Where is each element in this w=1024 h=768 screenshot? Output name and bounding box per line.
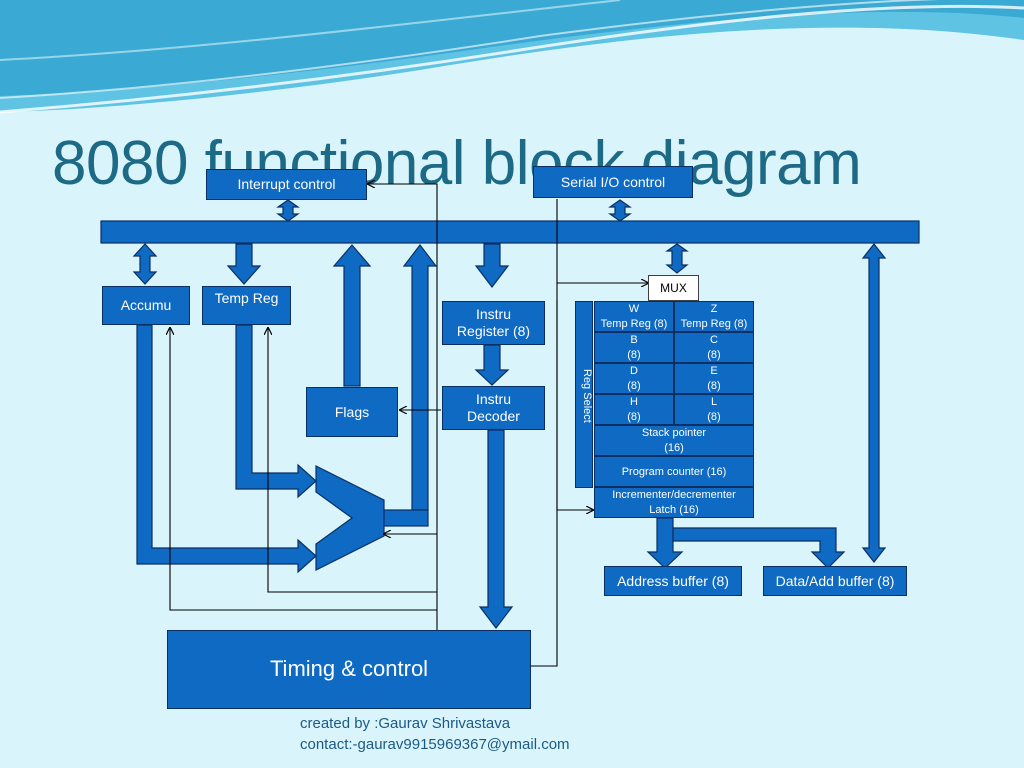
mux-block: MUX	[648, 275, 699, 301]
instru-decoder-label-line1: Instru	[475, 391, 511, 408]
contact-text: contact:-gaurav9915969367@ymail.com	[300, 736, 570, 753]
register-d-size: (8)	[627, 380, 641, 392]
instru-decoder-arrow	[474, 344, 510, 386]
register-b-name: B	[630, 334, 638, 346]
serial-io-control-block: Serial I/O control	[533, 166, 693, 198]
register-c: C (8)	[674, 332, 754, 363]
register-l-size: (8)	[707, 411, 721, 423]
temp-reg-bus-arrow	[226, 243, 262, 285]
latch-data-buffer-arrow	[672, 527, 846, 569]
decoder-timing-arrow	[478, 429, 514, 629]
register-d: D (8)	[594, 363, 674, 394]
register-z-name: Z	[710, 303, 718, 315]
instru-register-block: Instru Register (8)	[442, 301, 545, 345]
interrupt-bus-arrow	[276, 199, 300, 222]
register-l: L (8)	[674, 394, 754, 425]
register-w: W Temp Reg (8)	[594, 301, 674, 332]
register-l-name: L	[710, 396, 718, 408]
page-title: 8080 functional block diagram	[52, 129, 862, 198]
program-counter-register: Program counter (16)	[594, 456, 754, 487]
incrementer-decrementer-latch: Incrementer/decrementer Latch (16)	[594, 487, 754, 518]
inc-dec-label-line1: Incrementer/decrementer	[612, 489, 736, 501]
stack-pointer-size: (16)	[664, 442, 684, 454]
register-e-size: (8)	[707, 380, 721, 392]
register-h-size: (8)	[627, 411, 641, 423]
register-c-name: C	[710, 334, 718, 346]
reg-select-label: Reg Select	[581, 369, 593, 423]
interrupt-control-block: Interrupt control	[206, 169, 367, 200]
register-d-name: D	[630, 365, 638, 377]
instru-decoder-block: Instru Decoder	[442, 386, 545, 430]
flags-bus-arrow	[332, 244, 372, 387]
register-e-name: E	[710, 365, 718, 377]
instru-reg-bus-arrow	[474, 243, 510, 288]
timing-interrupt-wire	[368, 184, 438, 630]
accumu-alu-arrow	[136, 324, 317, 574]
alu-shape	[315, 465, 385, 571]
register-h: H (8)	[594, 394, 674, 425]
address-buffer-block: Address buffer (8)	[604, 566, 742, 596]
program-counter-label: Program counter (16)	[621, 466, 727, 478]
timing-temp-reg-wire	[268, 328, 437, 593]
register-w-name: W	[628, 303, 640, 315]
instru-decoder-label-line2: Decoder	[467, 408, 520, 424]
stack-pointer-register: Stack pointer (16)	[594, 425, 754, 456]
data-add-buffer-block: Data/Add buffer (8)	[763, 566, 907, 596]
accumu-bus-arrow	[132, 243, 158, 285]
register-z: Z Temp Reg (8)	[674, 301, 754, 332]
inc-dec-label-line2: Latch (16)	[649, 504, 699, 516]
accumu-block: Accumu	[102, 286, 190, 325]
instru-register-label-line2: Register (8)	[456, 323, 531, 339]
mux-bus-arrow	[665, 243, 689, 274]
timing-serial-wire	[531, 199, 558, 667]
register-h-name: H	[630, 396, 638, 408]
data-buffer-bus-arrow	[861, 243, 887, 563]
register-b-size: (8)	[627, 349, 641, 361]
timing-control-block: Timing & control	[167, 630, 531, 709]
alu-bus-arrow	[402, 244, 438, 511]
latch-address-arrow	[646, 517, 684, 569]
temp-reg-alu-arrow	[235, 324, 317, 499]
credits: created by :Gaurav Shrivastava contact:-…	[300, 713, 570, 755]
reg-select-block	[575, 301, 593, 488]
register-b: B (8)	[594, 332, 674, 363]
created-by-text: created by :Gaurav Shrivastava	[300, 715, 511, 732]
instru-register-label-line1: Instru	[475, 306, 511, 323]
temp-reg-block: Temp Reg	[202, 286, 291, 325]
serial-bus-arrow	[608, 199, 632, 222]
flags-block: Flags	[306, 387, 398, 437]
register-z-size: Temp Reg (8)	[680, 318, 748, 330]
timing-accumu-wire	[170, 328, 437, 611]
register-w-size: Temp Reg (8)	[600, 318, 668, 330]
internal-data-bus	[100, 220, 920, 244]
alu-output-connector	[381, 509, 429, 527]
reg-select-wire	[556, 300, 593, 510]
stack-pointer-label: Stack pointer	[641, 427, 707, 439]
register-e: E (8)	[674, 363, 754, 394]
register-c-size: (8)	[707, 349, 721, 361]
